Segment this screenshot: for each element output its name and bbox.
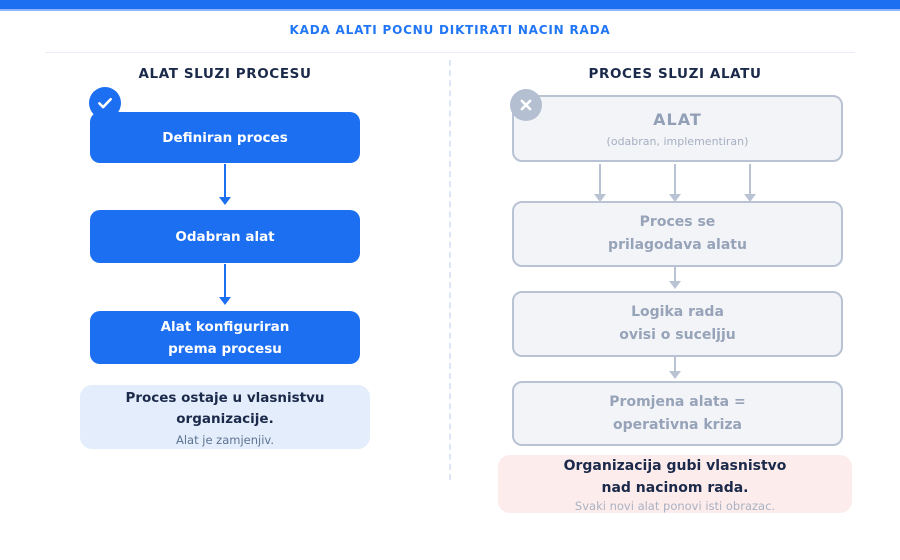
arrow-stem <box>673 265 677 282</box>
flow-arrow <box>744 164 756 202</box>
x-icon <box>520 99 532 111</box>
summary-subtitle: Svaki novi alat ponovi isti obrazac. <box>574 499 776 513</box>
arrow-stem <box>223 264 227 298</box>
flow-step-label: Odabran alat <box>175 228 275 245</box>
left-column-heading: ALAT SLUZI PROCESU <box>138 66 312 82</box>
arrow-down-icon <box>669 194 681 202</box>
source-box-alat: ALAT (odabran, implementiran) <box>512 95 843 162</box>
arrow-down-icon <box>594 194 606 202</box>
arrow-stem <box>598 164 602 195</box>
top-accent-bar <box>0 0 900 11</box>
arrow-stem <box>673 164 677 195</box>
summary-title: Proces ostaje u vlasnistvu organizacije. <box>125 389 325 427</box>
flow-step: Alat konfiguriran prema procesu <box>90 311 360 364</box>
flow-step: Logika rada ovisi o suceljju <box>512 291 843 357</box>
check-icon <box>98 97 112 109</box>
source-title: ALAT <box>653 109 702 129</box>
arrow-stem <box>673 355 677 372</box>
flow-step: Promjena alata = operativna kriza <box>512 381 843 446</box>
arrow-down-icon <box>219 197 231 205</box>
right-summary-card: Organizacija gubi vlasnistvo nad nacinom… <box>498 455 852 513</box>
flow-step-label: Logika rada ovisi o suceljju <box>619 304 736 343</box>
arrow-down-icon <box>669 371 681 379</box>
flow-step: Definiran proces <box>90 112 360 163</box>
arrow-stem <box>748 164 752 195</box>
summary-subtitle: Alat je zamjenjiv. <box>175 432 274 447</box>
check-badge <box>89 87 121 119</box>
column-divider <box>449 60 451 480</box>
arrow-stem <box>223 164 227 198</box>
flow-arrow <box>669 265 681 289</box>
title-divider <box>45 52 855 53</box>
arrow-down-icon <box>219 297 231 305</box>
flow-step-label: Promjena alata = operativna kriza <box>609 393 746 433</box>
source-subtitle: (odabran, implementiran) <box>606 134 749 148</box>
summary-title: Organizacija gubi vlasnistvo nad nacinom… <box>563 458 787 496</box>
flow-arrow <box>594 164 606 202</box>
x-badge <box>510 89 542 121</box>
left-summary-card: Proces ostaje u vlasnistvu organizacije.… <box>80 385 370 449</box>
arrow-down-icon <box>669 281 681 289</box>
flow-step: Proces se prilagodava alatu <box>512 201 843 267</box>
flow-arrow <box>669 164 681 202</box>
flow-step-label: Definiran proces <box>162 129 288 146</box>
arrow-down-icon <box>744 194 756 202</box>
page-title: KADA ALATI POCNU DIKTIRATI NACIN RADA <box>289 23 611 37</box>
flow-arrow <box>669 355 681 379</box>
flow-arrow <box>219 164 231 205</box>
flow-step-label: Alat konfiguriran prema procesu <box>160 318 290 357</box>
flow-step: Odabran alat <box>90 210 360 263</box>
flow-step-label: Proces se prilagodava alatu <box>608 214 747 253</box>
flow-arrow <box>219 264 231 305</box>
right-column-heading: PROCES SLUZI ALATU <box>588 66 762 82</box>
